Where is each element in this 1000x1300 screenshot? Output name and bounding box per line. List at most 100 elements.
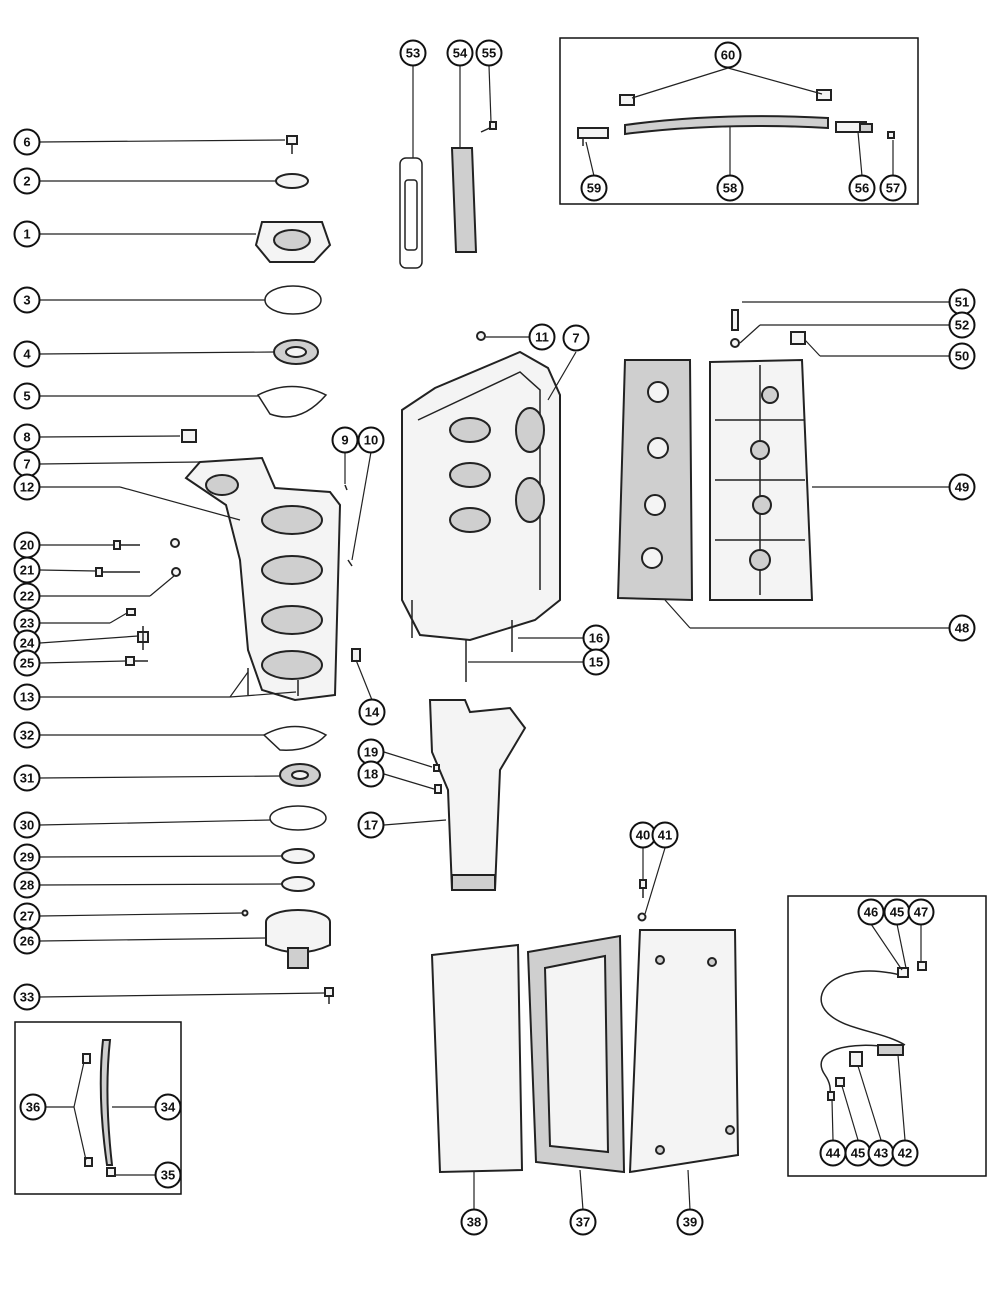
callout-9: 9	[331, 426, 359, 454]
callout-labels: 6213458712202122232425133231302928272633…	[13, 39, 976, 1236]
callout-number: 12	[20, 480, 34, 495]
callout-59: 59	[580, 174, 608, 202]
callout-circle	[948, 311, 976, 339]
callout-33: 33	[13, 983, 41, 1011]
callout-number: 28	[20, 878, 34, 893]
callout-19: 19	[357, 738, 385, 766]
callout-number: 13	[20, 690, 34, 705]
callout-number: 43	[874, 1146, 888, 1161]
callout-circle	[879, 174, 907, 202]
callout-10: 10	[357, 426, 385, 454]
callout-circle	[13, 983, 41, 1011]
callout-circle	[948, 473, 976, 501]
screw-part-51	[731, 309, 739, 331]
callout-11: 11	[528, 323, 556, 351]
callout-3: 3	[13, 286, 41, 314]
callout-28: 28	[13, 871, 41, 899]
callout-number: 51	[955, 295, 969, 310]
callout-number: 26	[20, 934, 34, 949]
callout-number: 33	[20, 990, 34, 1005]
callout-number: 21	[20, 563, 34, 578]
callout-number: 40	[636, 828, 650, 843]
callout-number: 6	[23, 135, 30, 150]
washer-part-41	[637, 912, 647, 922]
callout-23: 23	[13, 609, 41, 637]
callout-25: 25	[13, 649, 41, 677]
callout-circle	[13, 582, 41, 610]
grommet-part-50	[790, 331, 806, 345]
clip-part-43	[849, 1051, 863, 1067]
pin-part-9	[344, 484, 348, 491]
bearing-part-31	[279, 763, 321, 787]
bolt-part-25	[125, 656, 148, 666]
callout-circle	[13, 167, 41, 195]
callout-number: 18	[364, 767, 378, 782]
plug-part-11	[476, 331, 486, 341]
clamp-part-60a	[619, 94, 635, 106]
leader-lines	[39, 65, 949, 1211]
callout-circle	[13, 128, 41, 156]
callout-circle	[460, 1208, 488, 1236]
callout-number: 17	[364, 818, 378, 833]
screw-part-23	[126, 608, 136, 616]
callout-circle	[13, 927, 41, 955]
callout-number: 48	[955, 621, 969, 636]
callout-48: 48	[948, 614, 976, 642]
callout-number: 29	[20, 850, 34, 865]
callout-44: 44	[819, 1139, 847, 1167]
bearing-part-4	[273, 339, 319, 365]
callout-16: 16	[582, 624, 610, 652]
plug-part-57	[887, 131, 895, 139]
callout-58: 58	[716, 174, 744, 202]
callout-number: 37	[576, 1215, 590, 1230]
callout-number: 5	[23, 389, 30, 404]
callout-number: 52	[955, 318, 969, 333]
screw-part-55	[480, 121, 497, 133]
callout-circle	[948, 614, 976, 642]
callout-number: 15	[589, 655, 603, 670]
callout-circle	[13, 843, 41, 871]
plate-part-38	[430, 943, 524, 1174]
callout-circle	[357, 426, 385, 454]
callout-circle	[528, 323, 556, 351]
callout-circle	[13, 721, 41, 749]
callout-39: 39	[676, 1208, 704, 1236]
pin-part-27	[241, 909, 249, 917]
callout-number: 53	[406, 46, 420, 61]
clamp-part-36a	[82, 1053, 91, 1064]
callout-circle	[948, 342, 976, 370]
callout-circle	[19, 1093, 47, 1121]
callout-circle	[891, 1139, 919, 1167]
seal-part-2	[275, 173, 309, 189]
callout-37: 37	[569, 1208, 597, 1236]
callout-number: 2	[23, 174, 30, 189]
gasket-part-37	[526, 934, 626, 1174]
washer-part-20	[170, 538, 180, 548]
callout-circle	[907, 898, 935, 926]
pin-part-14	[351, 648, 361, 662]
callout-56: 56	[848, 174, 876, 202]
screw-part-19	[433, 764, 440, 772]
sensor-inset-box	[787, 895, 987, 1177]
callout-circle	[357, 811, 385, 839]
clamp-part-36b	[84, 1157, 93, 1167]
callout-number: 24	[20, 636, 35, 651]
callout-circle	[651, 821, 679, 849]
callout-circle	[582, 648, 610, 676]
callout-circle	[13, 811, 41, 839]
callout-54: 54	[446, 39, 474, 67]
gasket-part-5	[256, 385, 328, 418]
plug-part-8	[181, 429, 197, 443]
callout-14: 14	[358, 698, 386, 726]
callout-number: 7	[572, 331, 579, 346]
callout-circle	[13, 423, 41, 451]
pin-part-10	[347, 559, 353, 567]
callout-number: 31	[20, 771, 34, 786]
callout-number: 58	[723, 181, 737, 196]
callout-32: 32	[13, 721, 41, 749]
callout-circle	[358, 698, 386, 726]
callout-number: 8	[23, 430, 30, 445]
callout-34: 34	[154, 1093, 182, 1121]
callout-21: 21	[13, 556, 41, 584]
callout-number: 35	[161, 1168, 175, 1183]
